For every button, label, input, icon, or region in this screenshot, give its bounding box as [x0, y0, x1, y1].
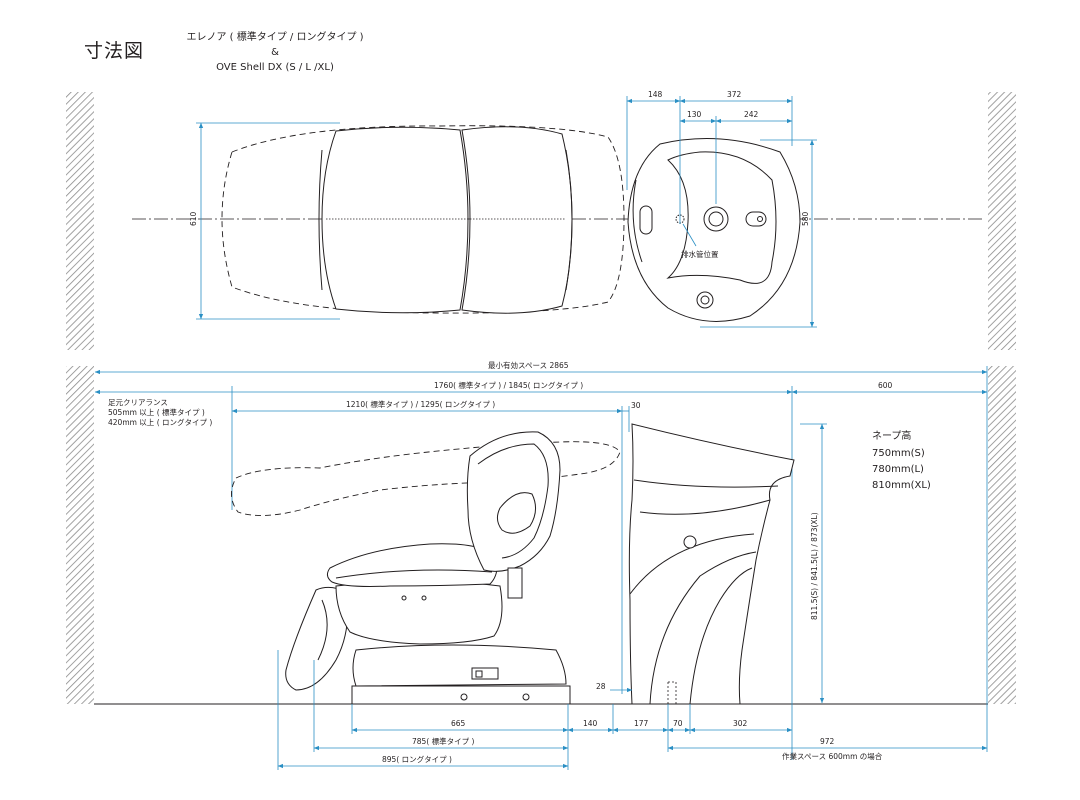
dim-785-label: 785( 標準タイプ ) [412, 736, 475, 746]
top-view: 排水管位置 148 372 130 242 610 580 [132, 90, 985, 328]
basin-shell-curve-2 [639, 499, 771, 515]
dim-chair-length-label: 1760( 標準タイプ ) / 1845( ロングタイプ ) [434, 380, 583, 390]
dim-148-label: 148 [648, 90, 663, 99]
chair-headrest-arm [507, 567, 523, 599]
dim-242-label: 242 [744, 110, 759, 119]
basin-inner-top [666, 151, 777, 284]
chair-edge-right-top [565, 149, 573, 291]
wall-side-right [988, 366, 1016, 704]
basin-drain-inner [708, 211, 724, 227]
basin-drain-small-outer [696, 291, 714, 309]
dim-140-label: 140 [583, 719, 598, 728]
walls [66, 92, 1016, 705]
chair-control-switch [475, 670, 483, 678]
dim-seat-length-label: 1210( 標準タイプ ) / 1295( ロングタイプ ) [346, 399, 495, 409]
chair-bolt-1 [460, 693, 468, 701]
product-name: エレノア ( 標準タイプ / ロングタイプ ) & OVE Shell DX (… [170, 30, 380, 75]
chair-cushion-left-top [321, 126, 469, 314]
basin-slot-left [639, 205, 653, 235]
dim-580-label: 580 [801, 211, 810, 226]
dim-302-label: 302 [733, 719, 748, 728]
seat-screw-1 [401, 595, 407, 601]
chair-pedestal-upper [352, 644, 567, 687]
wall-side-left [66, 366, 94, 704]
chair-backrest-pad [477, 443, 549, 559]
neck-height-xl: 810mm(XL) [872, 480, 931, 491]
drawing-title: 寸法図 [84, 40, 145, 62]
chair-edge-left-top [318, 149, 323, 291]
chair-seat-base [335, 580, 503, 645]
chair-legrest-inner [317, 599, 328, 661]
dim-28-label: 28 [596, 682, 606, 691]
dim-600-label: 600 [878, 381, 893, 390]
dim-895-label: 895( ロングタイプ ) [382, 754, 452, 764]
dim-610-label: 610 [189, 211, 198, 226]
chair-pedestal-base [351, 685, 571, 705]
basin-faucet-top [745, 211, 767, 227]
product-name-line-2: & [271, 47, 279, 58]
dim-30-label: 30 [631, 401, 641, 410]
foot-clearance-long: 420mm 以上 ( ロングタイプ ) [108, 417, 212, 427]
dim-130-label: 130 [687, 110, 702, 119]
basin-knob-side [683, 535, 697, 549]
chair-reclined-outline-side [231, 441, 621, 516]
dim-70-label: 70 [673, 719, 683, 728]
dim-972-label: 972 [820, 737, 835, 746]
dim-372-label: 372 [727, 90, 742, 99]
neck-height-title: ネープ高 [872, 429, 911, 442]
seat-screw-2 [421, 595, 427, 601]
neck-height-s: 750mm(S) [872, 448, 925, 459]
chair-backrest-side [466, 431, 561, 572]
work-space-note: 作業スペース 600mm の場合 [782, 751, 883, 761]
foot-clearance-title: 足元クリアランス [108, 398, 168, 407]
basin-faucet-dot [757, 216, 763, 222]
chair-seat-seam [335, 569, 493, 579]
basin-drain-outer [703, 206, 729, 232]
chair-bolt-2 [522, 693, 530, 701]
wall-top-right [988, 92, 1016, 350]
dim-177-label: 177 [634, 719, 649, 728]
basin-shell-curve-3 [629, 533, 755, 595]
basin-shell-side [628, 423, 795, 705]
basin-shell-curve-5 [689, 567, 753, 705]
side-view: 最小有効スペース 2865 1760( 標準タイプ ) / 1845( ロングタ… [94, 360, 988, 770]
foot-clearance-standard: 505mm 以上 ( 標準タイプ ) [108, 407, 205, 417]
drain-pipe-label: 排水管位置 [681, 249, 719, 259]
chair-cushion-right-top [461, 126, 573, 314]
dim-min-space-label: 最小有効スペース 2865 [488, 360, 569, 370]
product-name-line-1: エレノア ( 標準タイプ / ロングタイプ ) [186, 32, 364, 43]
drain-label-leader [682, 223, 697, 247]
basin-rim-left-top [632, 179, 643, 263]
wall-top-left [66, 92, 94, 350]
basin-shell-curve-4 [649, 551, 757, 705]
chair-seat-cushion-side [326, 543, 498, 587]
neck-height-l: 780mm(L) [872, 464, 924, 475]
chair-reclined-outline-top [221, 125, 625, 314]
product-name-line-3: OVE Shell DX (S / L /XL) [216, 62, 334, 73]
basin-shell-curve-1 [633, 479, 779, 488]
dim-665-label: 665 [451, 719, 466, 728]
dim-shell-height-label: 811.5(S) / 841.5(L) / 873(XL) [810, 512, 819, 620]
chair-backrest-oval [496, 492, 536, 534]
chair-control-panel [471, 667, 499, 680]
basin-drain-small-inner [700, 295, 710, 305]
